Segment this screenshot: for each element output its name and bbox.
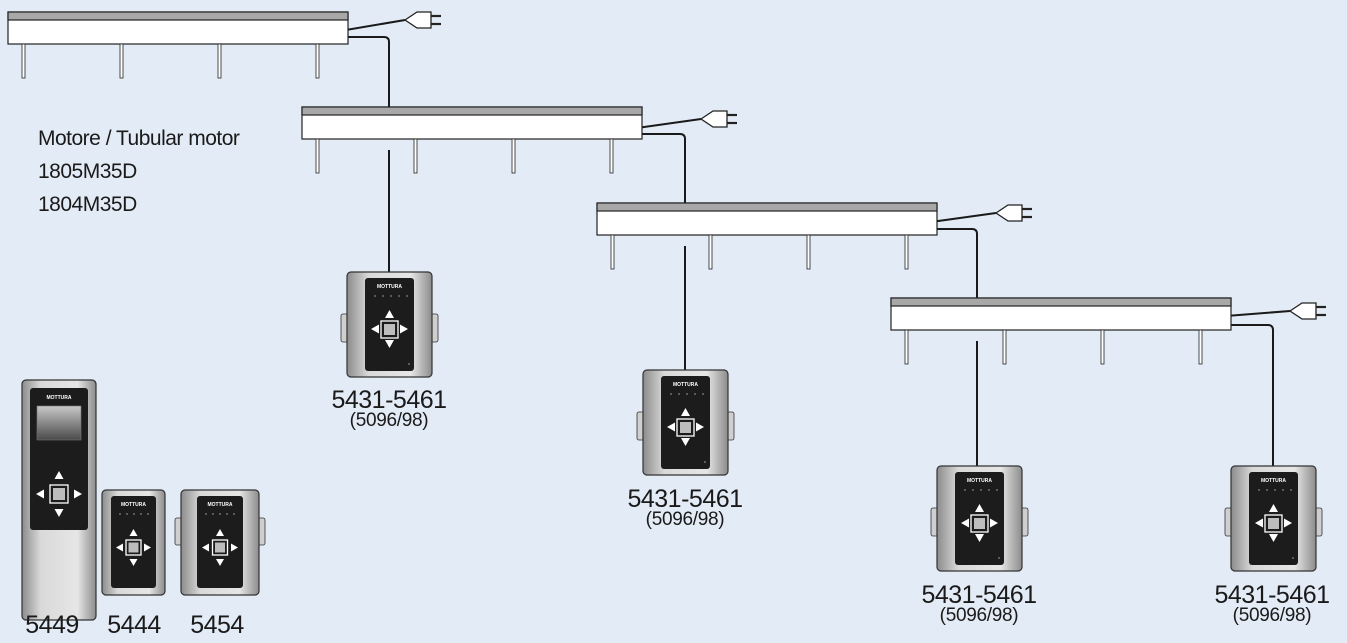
wall-control-model-1: 5431-5461 bbox=[331, 386, 447, 414]
wall-control-model-3: 5431-5461 bbox=[921, 581, 1037, 609]
tubular-motor-4 bbox=[890, 297, 1232, 365]
device-label-5449: 5449 bbox=[25, 611, 79, 639]
tubular-motor-3 bbox=[596, 202, 938, 270]
motor-label-line-3: 1804M35D bbox=[38, 193, 137, 216]
wall-control-caption-4: 5431-5461 (5096/98) bbox=[1214, 581, 1330, 627]
wire-plug-3 bbox=[930, 212, 997, 223]
tubular-motor-1 bbox=[7, 11, 349, 79]
wall-control-model-2: 5431-5461 bbox=[627, 485, 743, 513]
wall-control-sub-1: (5096/98) bbox=[349, 410, 429, 431]
motor-label: Motore / Tubular motor 1805M35D 1804M35D bbox=[38, 122, 240, 221]
device-label-5454: 5454 bbox=[190, 611, 244, 639]
plug-icon-4 bbox=[1288, 301, 1328, 321]
svg-text:MOTTURA: MOTTURA bbox=[208, 502, 233, 508]
motor-label-line-2: 1805M35D bbox=[38, 160, 137, 183]
wall-control-3 bbox=[930, 465, 1029, 572]
wire-plug-1 bbox=[339, 19, 406, 32]
motor-label-line-1: Motore / Tubular motor bbox=[38, 127, 240, 150]
wire-plug-2 bbox=[636, 118, 702, 129]
device-5444: MOTTURA bbox=[101, 489, 166, 596]
wall-control-sub-2: (5096/98) bbox=[645, 509, 725, 530]
device-5454: MOTTURA bbox=[174, 489, 266, 596]
wall-control-sub-4: (5096/98) bbox=[1232, 605, 1312, 626]
wall-control-1 bbox=[340, 271, 439, 378]
wall-control-sub-3: (5096/98) bbox=[939, 605, 1019, 626]
svg-text:MOTTURA: MOTTURA bbox=[121, 502, 146, 508]
wire-motor-1-to-2 bbox=[340, 36, 390, 107]
svg-text:MOTTURA: MOTTURA bbox=[47, 395, 72, 401]
wire-motor-3-to-4 bbox=[931, 228, 978, 298]
device-5449: MOTTURA bbox=[21, 379, 97, 621]
wall-control-caption-3: 5431-5461 (5096/98) bbox=[921, 581, 1037, 627]
wire-motor-2-to-3 bbox=[637, 133, 686, 203]
wall-control-4 bbox=[1224, 465, 1323, 572]
wall-control-model-4: 5431-5461 bbox=[1214, 581, 1330, 609]
plug-icon-1 bbox=[403, 10, 443, 30]
plug-icon-3 bbox=[994, 203, 1034, 223]
wall-control-caption-2: 5431-5461 (5096/98) bbox=[627, 485, 743, 531]
wall-control-caption-1: 5431-5461 (5096/98) bbox=[331, 386, 447, 432]
tubular-motor-2 bbox=[301, 106, 643, 174]
wall-control-2 bbox=[636, 369, 735, 476]
device-label-5444: 5444 bbox=[107, 611, 161, 639]
wire-motor-4-to-control-4 bbox=[1226, 324, 1274, 466]
wire-plug-4 bbox=[1225, 310, 1291, 317]
plug-icon-2 bbox=[699, 109, 739, 129]
